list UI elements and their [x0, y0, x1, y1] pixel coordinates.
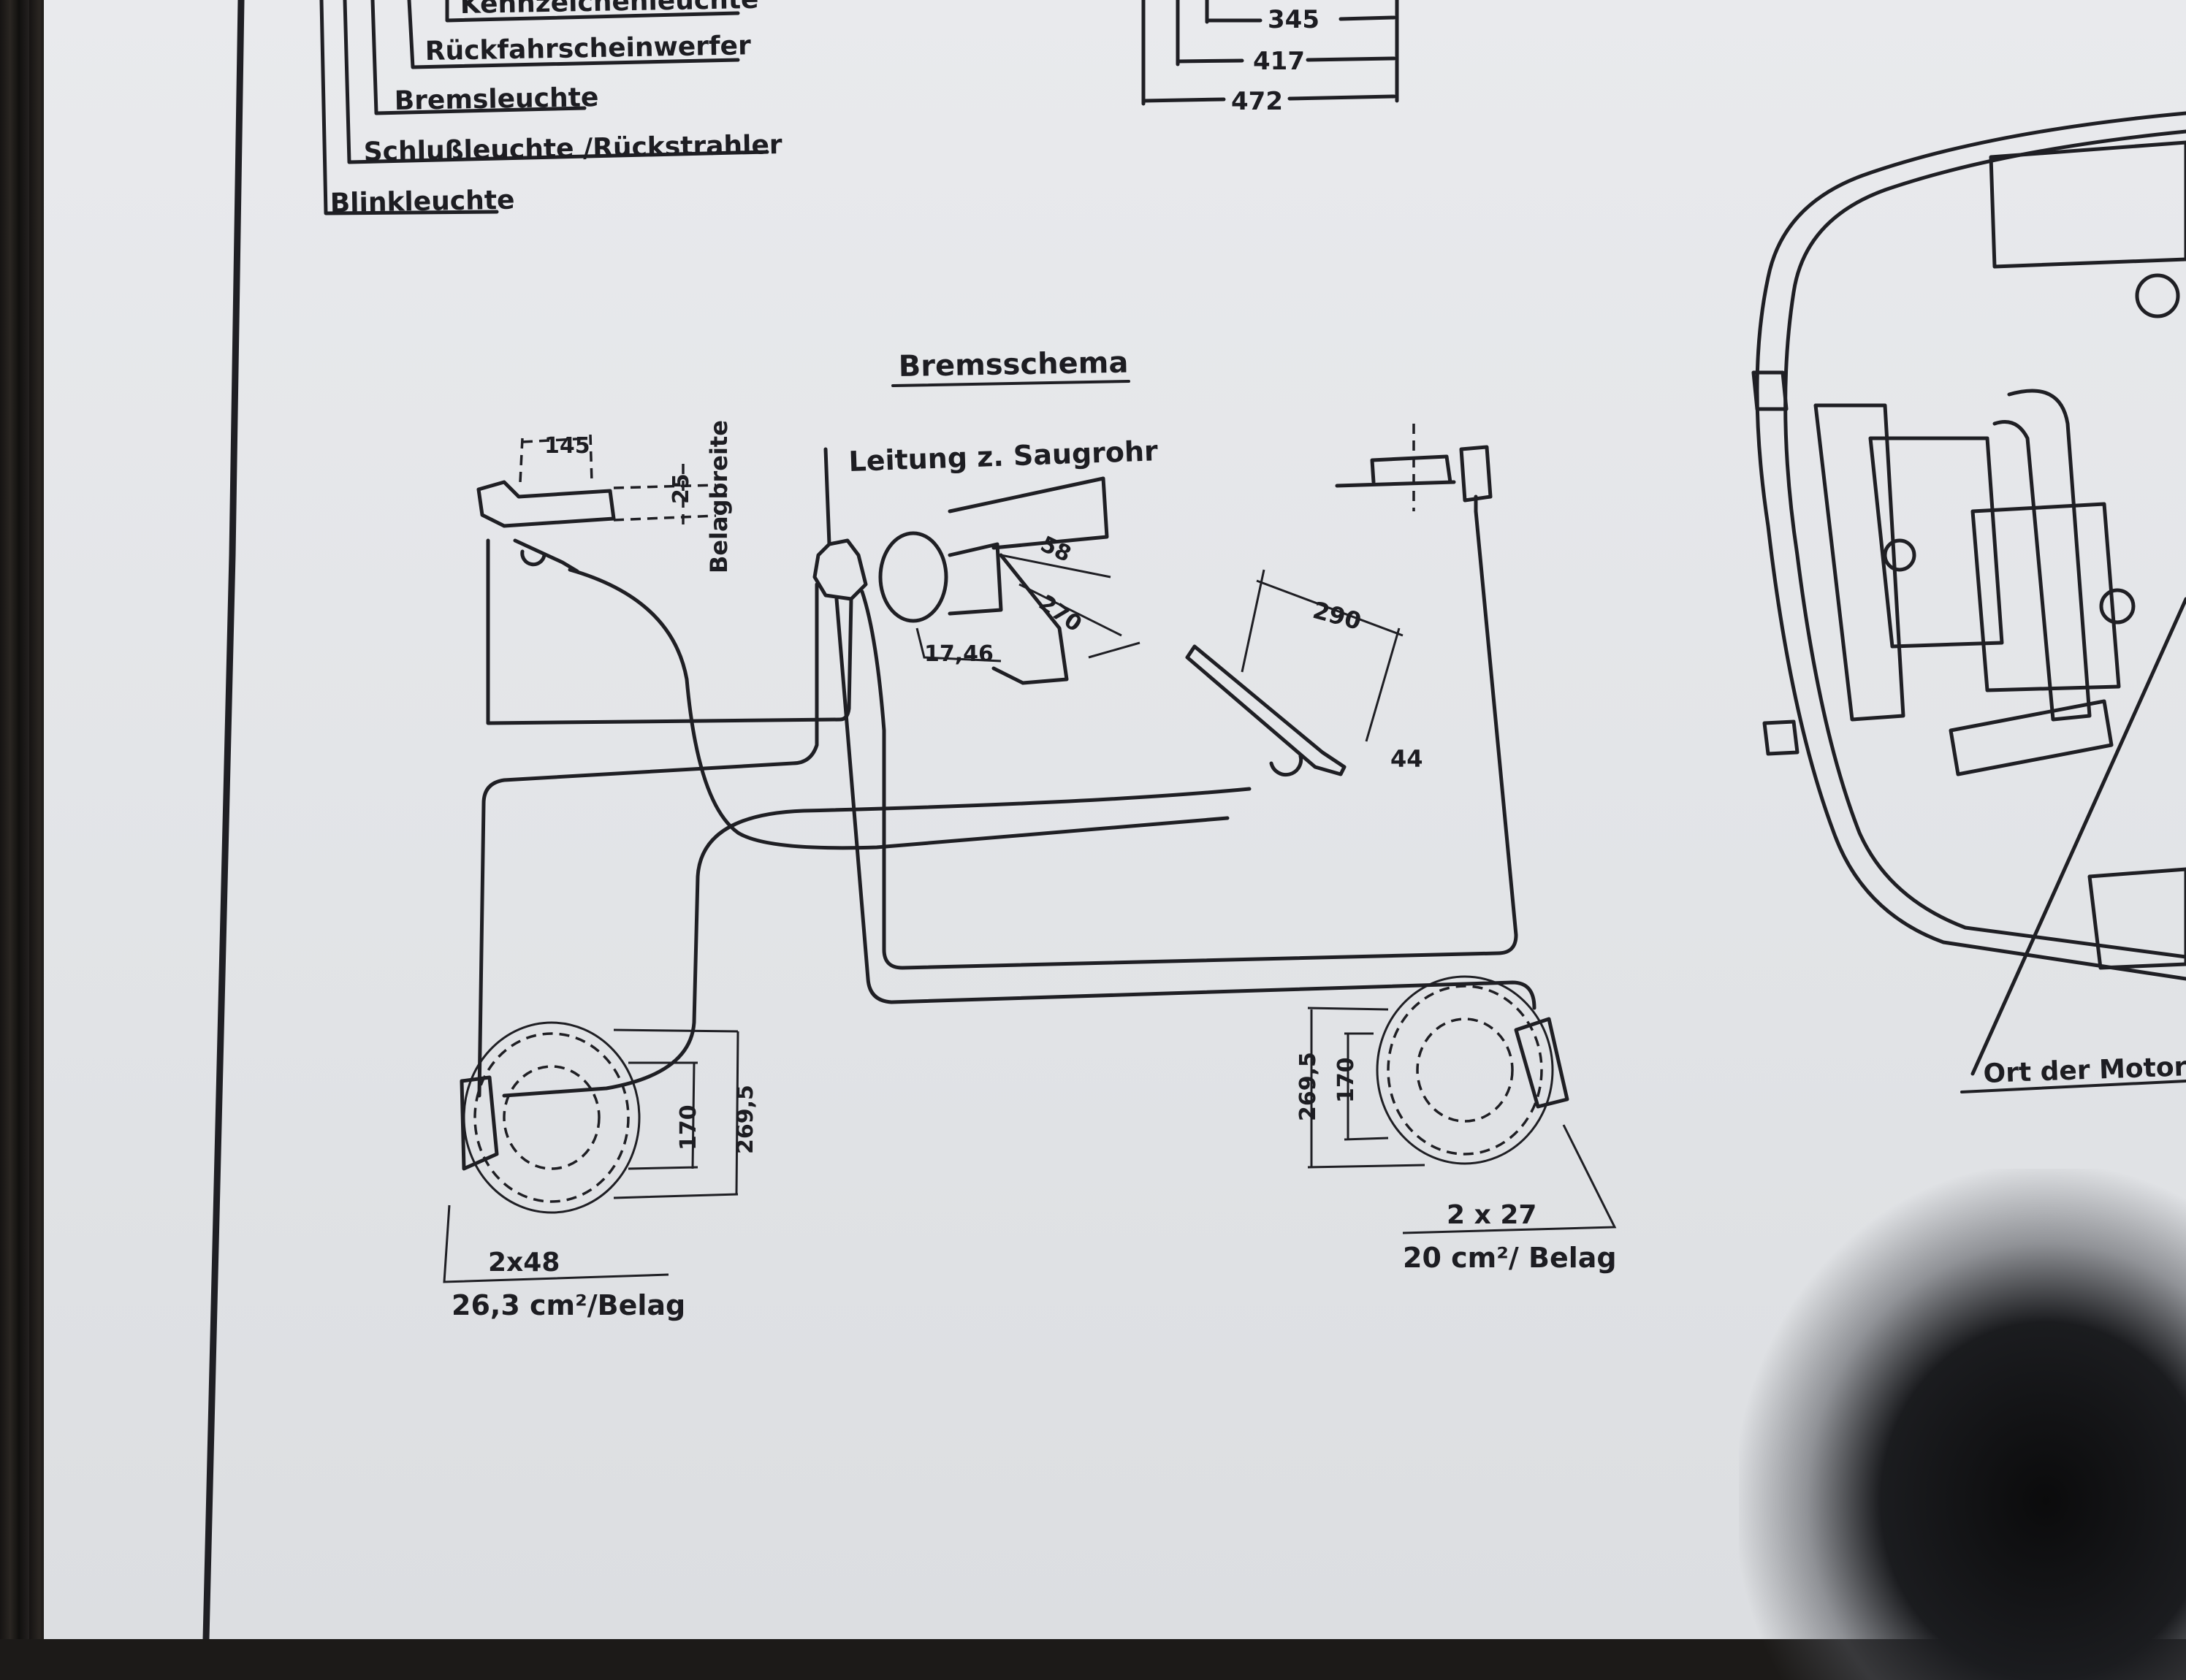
- front-outer-diameter: 269,5: [733, 1085, 758, 1154]
- legend-schlussleuchte: Schlußleuchte /Rückstrahler: [363, 130, 782, 167]
- pad-width-label: Belagbreite: [705, 420, 733, 573]
- rear-pistons: 2 x 27: [1447, 1200, 1536, 1230]
- brake-schema-title: Bremsschema: [898, 346, 1128, 383]
- technical-drawing: Kennzeichenleuchte Rückfahrscheinwerfer …: [202, 0, 2186, 1639]
- front-pad-area: 26,3 cm²/Belag: [452, 1289, 685, 1321]
- rear-pad-area: 20 cm²/ Belag: [1403, 1242, 1617, 1274]
- master-bore-dim: 17,46: [924, 641, 994, 667]
- legend-rueckfahrscheinwerfer: Rückfahrscheinwerfer: [424, 31, 751, 66]
- brake-lines: [477, 509, 1536, 1098]
- front-caliper-detail: 145 25 Belagbreite: [476, 420, 733, 573]
- page-border-line: [202, 0, 245, 1639]
- handbrake-dim-290: 290: [1310, 596, 1364, 635]
- front-inner-diameter: 170: [676, 1104, 701, 1150]
- rear-outer-diameter: 269,5: [1295, 1052, 1321, 1121]
- legend-bremsleuchte: Bremsleuchte: [394, 83, 598, 116]
- front-wheel-disc: 170 269,5 2x48 26,3 cm²/Belag: [443, 1021, 758, 1321]
- camera-shadow: [1739, 1169, 2186, 1680]
- rear-caliper-detail: [1335, 424, 1493, 513]
- dim-345: 345: [1268, 5, 1319, 34]
- front-pistons: 2x48: [488, 1248, 560, 1278]
- rear-inner-diameter: 170: [1333, 1057, 1359, 1103]
- engine-location-label: Ort der Motor: [1983, 1052, 2186, 1089]
- lights-legend: Kennzeichenleuchte Rückfahrscheinwerfer …: [319, 0, 782, 218]
- pad-width-dim: 25: [669, 473, 694, 504]
- legend-blinkleuchte: Blinkleuchte: [330, 186, 514, 218]
- caliper-width-dim: 145: [544, 433, 590, 459]
- top-dimension-block: 345 417 472: [1141, 0, 1399, 116]
- car-engine-view: Ort der Motor: [1751, 111, 2186, 1093]
- rear-wheel-disc: 269,5 170 2 x 27 20 cm²/ Belag: [1295, 975, 1617, 1274]
- dim-417: 417: [1253, 47, 1305, 76]
- dim-472: 472: [1231, 87, 1283, 116]
- handbrake-lever: 290 44: [1185, 569, 1423, 777]
- vacuum-line-label: Leitung z. Saugrohr: [848, 435, 1159, 478]
- legend-kennzeichenleuchte: Kennzeichenleuchte: [460, 0, 758, 20]
- handbrake-dim-44: 44: [1390, 745, 1423, 773]
- pedal-dim-58: 58: [1037, 532, 1075, 568]
- master-cylinder-assembly: Leitung z. Saugrohr 58 270 17,46: [812, 435, 1159, 685]
